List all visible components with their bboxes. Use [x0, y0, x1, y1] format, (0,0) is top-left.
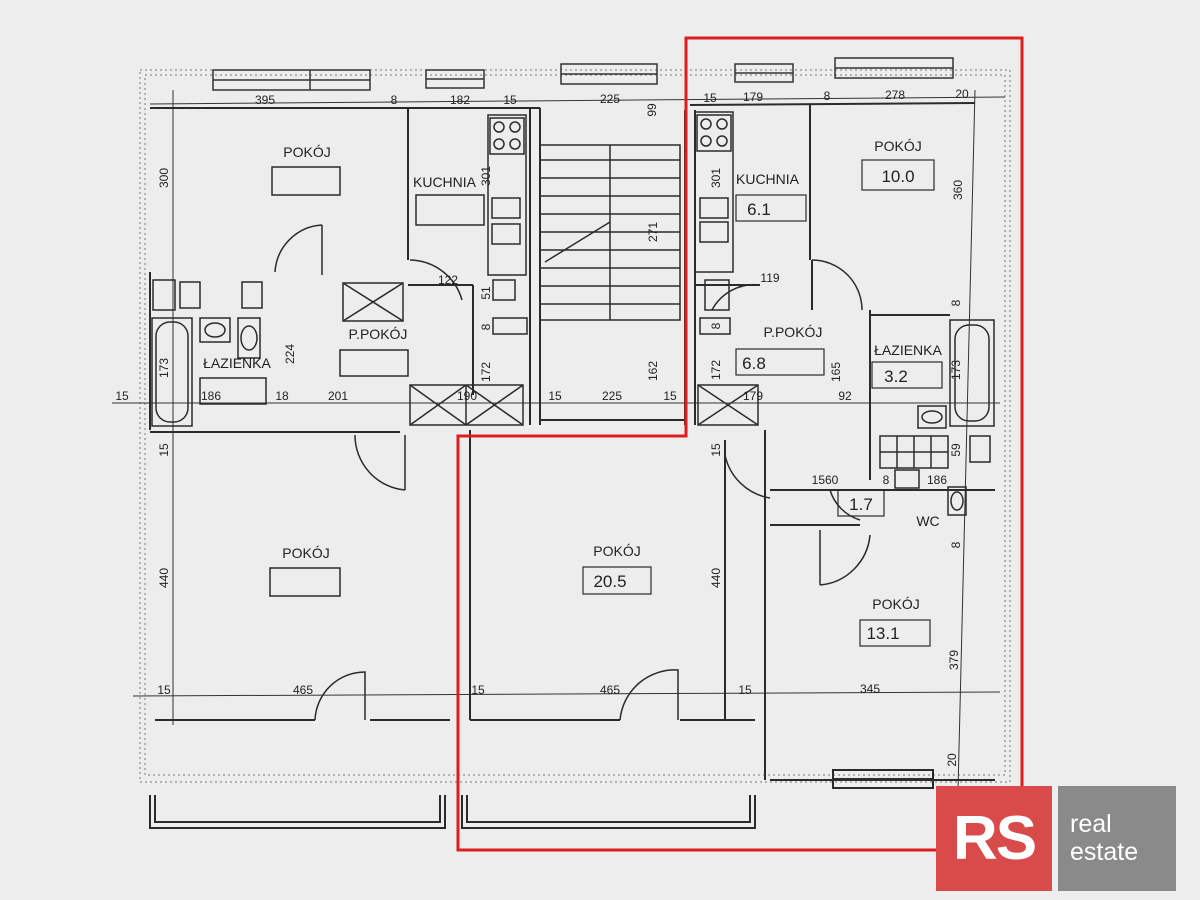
dim-label: 173 [157, 358, 171, 378]
dim-label: 15 [663, 389, 677, 403]
dim-label: 179 [743, 389, 763, 403]
dim-label: 8 [391, 93, 398, 107]
room-label-kuchnia-left: KUCHNIA [413, 174, 477, 190]
area-pokoj-top-right: 10.0 [881, 167, 914, 186]
dim-label: 179 [743, 90, 763, 104]
staircase [539, 144, 681, 321]
dim-label: 465 [293, 683, 313, 697]
dim-label: 15 [703, 91, 717, 105]
dim-label: 165 [829, 362, 843, 382]
room-labels: POKÓJ KUCHNIA P.POKÓJ ŁAZIENKA POKÓJ POK… [203, 138, 942, 612]
dim-label: 172 [709, 360, 723, 380]
dim-label: 162 [646, 361, 660, 381]
dim-label: 465 [600, 683, 620, 697]
windows-top [212, 57, 954, 91]
dim-label: 190 [457, 389, 477, 403]
logo-text: real estate [1058, 786, 1176, 891]
room-label-pokoj-center: POKÓJ [593, 543, 640, 559]
dim-label: 1560 [812, 473, 839, 487]
room-label-ppokoj-left: P.POKÓJ [349, 326, 408, 342]
room-label-pokoj-bottom-left: POKÓJ [282, 545, 329, 561]
area-boxes [582, 159, 943, 647]
area-wc: 1.7 [849, 495, 873, 514]
dim-label: 8 [479, 323, 493, 330]
dim-label: 172 [479, 362, 493, 382]
dimension-lines [112, 89, 1006, 791]
area-pokoj-bottom-right: 13.1 [866, 624, 899, 643]
dim-label: 224 [283, 344, 297, 364]
dim-label: 20 [945, 753, 959, 767]
balconies [149, 769, 934, 829]
dim-label: 122 [438, 273, 458, 287]
dim-label: 440 [709, 568, 723, 588]
dim-label: 59 [949, 443, 963, 457]
area-ppokoj-right: 6.8 [742, 354, 766, 373]
room-label-kuchnia-right: KUCHNIA [736, 171, 800, 187]
dim-label: 186 [201, 389, 221, 403]
room-label-lazienka-right: ŁAZIENKA [874, 342, 942, 358]
dim-label: 173 [949, 360, 963, 380]
dim-label: 15 [548, 389, 562, 403]
dim-label: 182 [450, 93, 470, 107]
dim-label: 301 [709, 168, 723, 188]
dim-label: 301 [479, 166, 493, 186]
dim-label: 8 [709, 322, 723, 329]
logo-line-1: real [1070, 810, 1112, 838]
dim-label: 99 [645, 103, 659, 117]
dim-label: 201 [328, 389, 348, 403]
door-swings [274, 224, 871, 721]
dim-label: 186 [927, 473, 947, 487]
dim-label: 225 [602, 389, 622, 403]
dim-label: 278 [885, 88, 905, 102]
dimension-labels: 395 8 182 15 225 15 179 8 278 20 300 99 … [115, 87, 969, 767]
area-pokoj-center: 20.5 [593, 572, 626, 591]
dim-label: 8 [949, 299, 963, 306]
room-label-ppokoj-right: P.POKÓJ [764, 324, 823, 340]
dim-label: 8 [883, 473, 890, 487]
area-kuchnia-right: 6.1 [747, 200, 771, 219]
dim-label: 360 [951, 180, 965, 200]
dim-label: 51 [479, 286, 493, 300]
logo-mark: RS [936, 786, 1052, 891]
dim-label: 345 [860, 682, 880, 696]
dim-label: 15 [709, 443, 723, 457]
dim-label: 395 [255, 93, 275, 107]
area-values: 10.0 6.1 6.8 3.2 1.7 20.5 13.1 [593, 167, 914, 643]
room-label-pokoj-top-left: POKÓJ [283, 144, 330, 160]
dim-label: 15 [503, 93, 517, 107]
dim-label: 15 [738, 683, 752, 697]
room-label-pokoj-top-right: POKÓJ [874, 138, 921, 154]
room-label-pokoj-bottom-right: POKÓJ [872, 596, 919, 612]
dim-label: 440 [157, 568, 171, 588]
dim-label: 18 [275, 389, 289, 403]
room-label-wc: WC [916, 513, 939, 529]
dim-label: 92 [838, 389, 852, 403]
dim-label: 15 [471, 683, 485, 697]
fixtures [151, 111, 995, 597]
dim-label: 300 [157, 168, 171, 188]
highlighted-unit-outline [456, 36, 1024, 852]
dim-label: 8 [949, 541, 963, 548]
dim-label: 15 [157, 683, 171, 697]
dim-label: 15 [157, 443, 171, 457]
dim-label: 20 [955, 87, 969, 101]
logo-line-2: estate [1070, 838, 1139, 866]
room-label-lazienka-left: ŁAZIENKA [203, 355, 271, 371]
dim-label: 8 [824, 89, 831, 103]
dim-label: 225 [600, 92, 620, 106]
dim-label: 15 [115, 389, 129, 403]
area-lazienka-right: 3.2 [884, 367, 908, 386]
dim-label: 119 [760, 271, 779, 285]
dim-label: 271 [646, 222, 660, 242]
outer-boundary [139, 69, 1011, 783]
agency-logo: RS real estate [936, 786, 1176, 891]
dim-label: 379 [947, 650, 961, 670]
